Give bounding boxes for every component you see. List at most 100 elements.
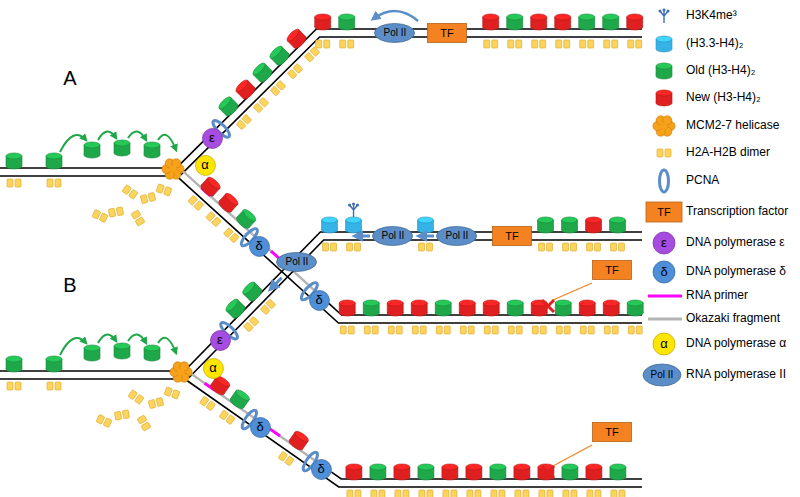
h2a-h2b-dimer [164,387,180,399]
dimer-half [172,390,180,400]
h2a-h2b-dimer [7,382,21,390]
dimer-half [547,490,553,497]
cylinder-top [144,345,160,351]
cylinder-top [656,90,672,96]
histone-cylinder [411,300,427,316]
dimer-half [665,149,671,157]
histone-cylinder [288,429,310,451]
legend-swatch [656,36,672,52]
cylinder-top [490,464,506,470]
polymerase-circle [653,333,675,355]
cylinder-top [466,464,482,470]
h2a-h2b-dimer [128,390,144,405]
histone-cylinder [418,464,434,480]
node-text-holder: Pol II [372,226,413,246]
mark-dot [667,10,670,13]
h2a-h2b-dimer [304,47,320,63]
histone-cylinder [346,217,362,233]
histone-cylinder [6,356,22,372]
histone-cylinder [531,14,547,30]
leading-arm-strand [181,37,642,175]
dna-polymerase-circle: α [195,155,216,176]
dimer-half [492,40,498,48]
h2a-h2b-dimer [323,243,337,251]
transcription-factor-box: TF [592,260,632,280]
dimer-half [141,422,151,431]
rna-polymerase-ellipse: Pol II [276,252,317,272]
histone-transfer-arrow [98,131,116,140]
histone-cylinder [339,14,355,30]
histone-cylinder [339,300,355,316]
dimer-half [628,326,634,334]
cylinder-top [610,464,626,470]
node-shape [375,24,415,43]
node-shape [311,459,331,479]
legend-text: RNA polymerase II [686,368,786,382]
h2a-h2b-dimer [580,40,594,48]
h2a-h2b-dimer [364,326,378,334]
cylinder-top [418,217,434,223]
h2a-h2b-dimer [563,243,577,251]
histone-cylinder [251,61,274,84]
transcription-direction-arrow [270,278,281,289]
dimer-half [285,456,295,466]
dimer-half [364,326,370,334]
dimer-half [340,40,346,48]
h2a-h2b-dimer [657,149,671,157]
legend-swatch [653,232,675,254]
histone-cylinder [394,464,410,480]
legend-sample-text: δ [660,265,667,280]
histone-cylinder [229,388,251,410]
dimer-half [15,179,21,187]
h2a-h2b-dimer [419,490,433,497]
dimer-half [316,40,322,48]
histone-cylinder [627,14,643,30]
histone-cylinder [466,464,482,480]
dimer-half [372,326,378,334]
h2a-h2b-dimer [587,490,601,497]
h2a-h2b-dimer [532,326,546,334]
histone-transfer-arrow [128,131,146,140]
dimer-half [564,326,570,334]
h2a-h2b-dimer [287,64,303,80]
mark-stem [660,10,668,23]
dimer-half [156,184,164,194]
dna-polymerase-circle: ε [210,330,231,351]
legend-text: (H3.3-H4)₂ [686,37,743,51]
dimer-half [657,149,663,157]
dimer-half [588,326,594,334]
dimer-half [266,299,276,309]
node-text: δ [317,462,324,477]
histone-transfer-arrow [98,334,116,343]
cylinder-top [586,217,602,223]
dimer-half [564,40,570,48]
parental-dna-strand [0,378,188,380]
transcription-factor-box: TF [592,422,632,442]
h2a-h2b-dimer [47,179,61,187]
dimer-half [604,326,610,334]
dimer-half [491,490,497,497]
cylinder-top [241,280,256,296]
dimer-half [580,40,586,48]
node-text: Pol II [446,230,469,242]
node-shape [593,261,632,280]
dimer-half [580,326,586,334]
dimer-half [396,326,402,334]
histone-cylinder [656,63,672,79]
h2a-h2b-dimer [539,243,553,251]
node-text: Pol II [286,256,309,268]
histone-cylinder [315,14,331,30]
histone-cylinder [46,356,62,372]
h2a-h2b-dimer [508,40,522,48]
dimer-half [249,316,259,326]
histone-transfer-arrow [60,338,86,355]
node-shape [195,155,215,175]
node-text: δ [255,239,262,254]
h2a-h2b-dimer [532,40,546,48]
legend-sample-text: TF [657,206,670,219]
legend-text: MCM2-7 helicase [686,119,779,133]
histone-cylinder [268,44,291,67]
node-shape [203,358,223,378]
mcm-core [178,369,185,376]
dna-polymerase-circle: δ [249,236,270,257]
